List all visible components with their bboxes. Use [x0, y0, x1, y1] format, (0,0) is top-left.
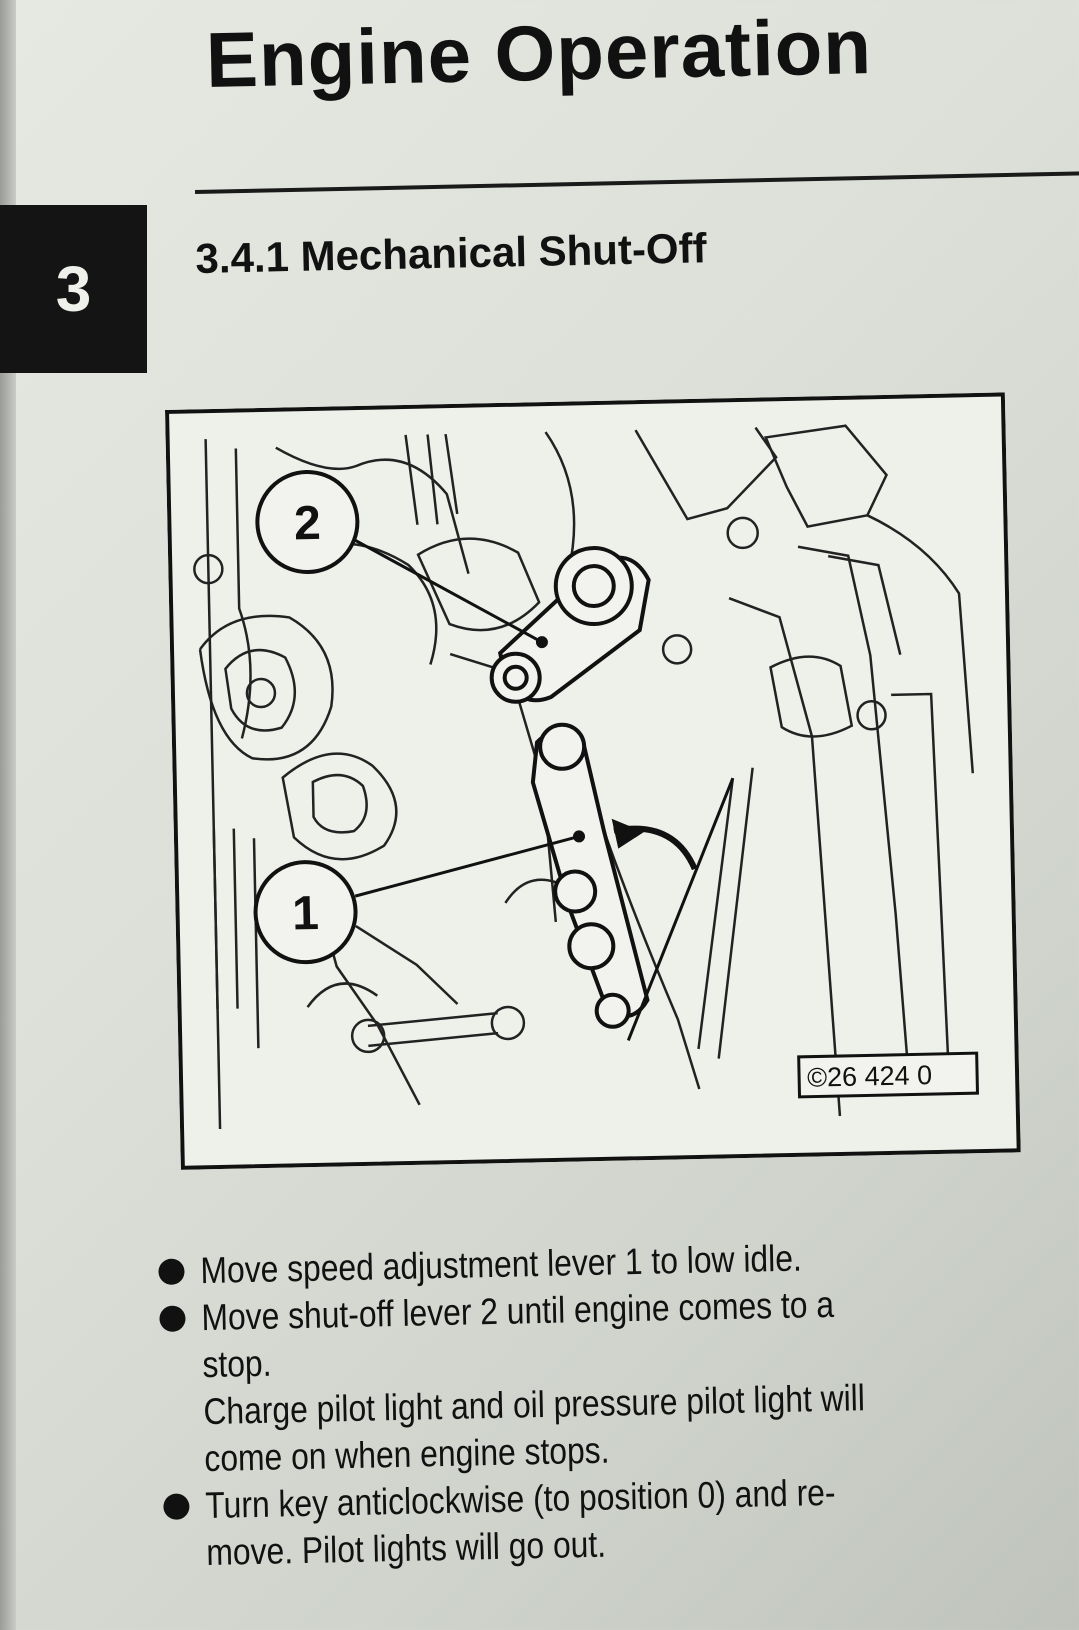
callout-circle-1	[253, 860, 358, 965]
bullet-icon	[163, 1493, 190, 1520]
engine-line-drawing: 2 1 ©26 424 0	[165, 392, 1021, 1170]
callout-circle-2	[255, 470, 360, 575]
bullet-icon	[159, 1305, 186, 1332]
callout-label-2: 2	[294, 497, 322, 551]
page-title: Engine Operation	[205, 2, 873, 104]
chapter-number: 3	[55, 253, 92, 325]
section-heading: 3.4.1 Mechanical Shut-Off	[195, 224, 707, 282]
chapter-tab: 3	[0, 205, 147, 373]
instruction-step-3: Turn key anticlockwise (to position 0) a…	[163, 1465, 1025, 1577]
engine-diagram: 2 1 ©26 424 0	[165, 392, 1021, 1170]
bullet-icon	[158, 1258, 185, 1285]
instruction-step-2: Move shut-off lever 2 until engine comes…	[159, 1277, 1023, 1483]
figure-number: ©26 424 0	[807, 1060, 933, 1093]
instruction-list: Move speed adjustment lever 1 to low idl…	[158, 1230, 1025, 1577]
page-edge	[0, 0, 16, 1630]
figure-number-box	[797, 1051, 980, 1099]
title-rule	[195, 171, 1079, 194]
callout-label-1: 1	[292, 887, 320, 941]
